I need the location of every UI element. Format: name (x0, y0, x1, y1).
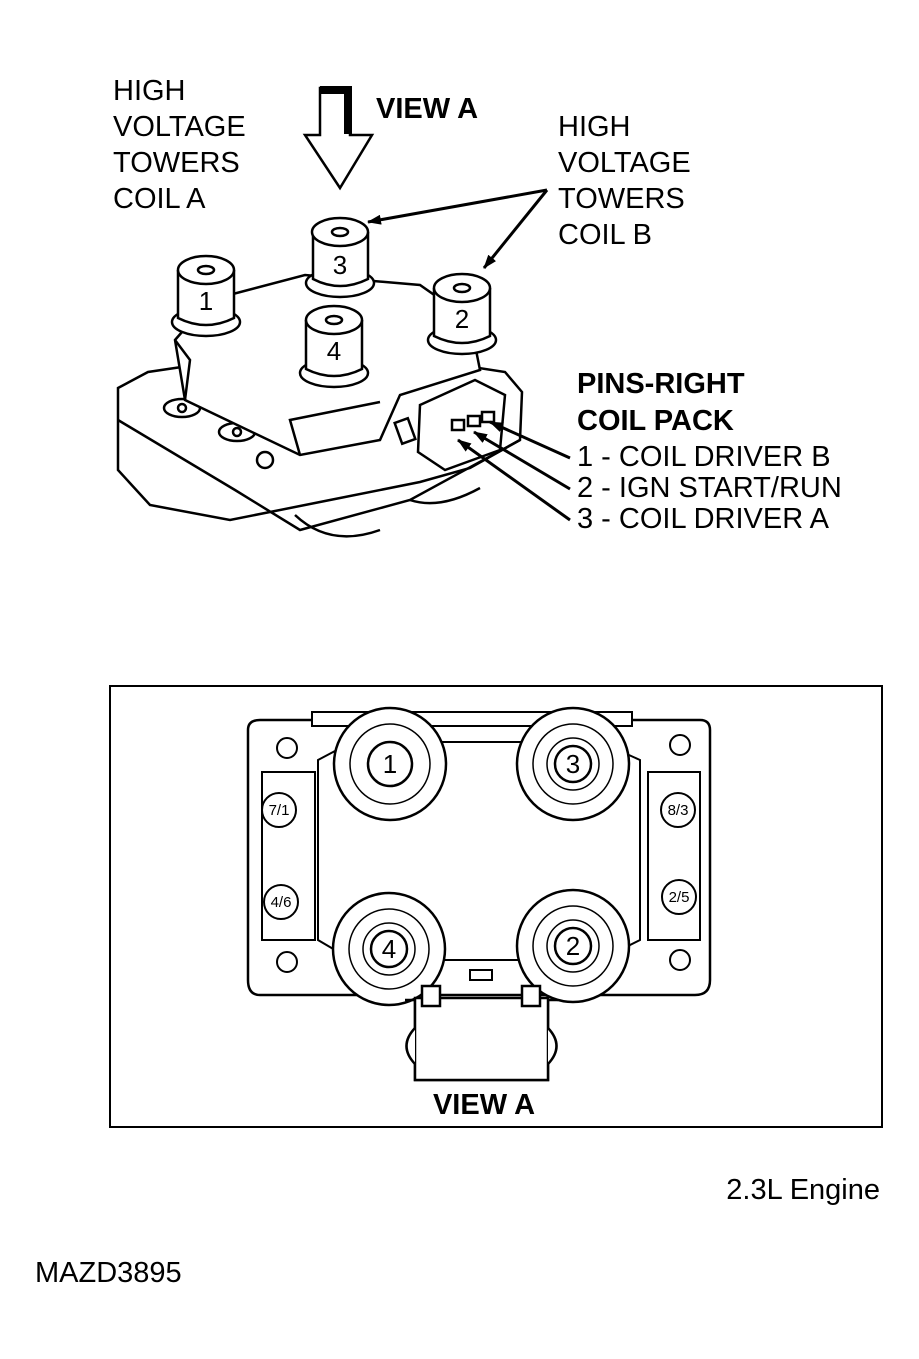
side-label-7-1: 7/1 (261, 792, 297, 828)
label-line: COIL PACK (577, 405, 734, 437)
view-tower-1: 1 (332, 706, 448, 822)
view-a-arrow: VIEW A (302, 86, 478, 191)
label-line: HIGH (558, 111, 631, 143)
engine-label: 2.3L Engine (726, 1174, 880, 1206)
label-line: TOWERS (558, 183, 685, 215)
side-label-2-5: 2/5 (661, 879, 697, 915)
tower-number: 4 (382, 934, 396, 964)
tower-number: 1 (383, 749, 397, 779)
label-line: TOWERS (113, 147, 240, 179)
side-label-8-3: 8/3 (660, 792, 696, 828)
mount-hole (276, 737, 298, 759)
view-a-label: VIEW A (376, 93, 478, 125)
view-a-panel: 7/1 8/3 4/6 2/5 1 3 (109, 685, 883, 1128)
label-line: VOLTAGE (113, 111, 246, 143)
tower-number: 4 (327, 336, 341, 366)
view-connector (405, 984, 558, 1082)
pins-label: PINS-RIGHT COIL PACK 1 - COIL DRIVER B 2… (577, 368, 842, 535)
hv-towers-coil-b-label: HIGH VOLTAGE TOWERS COIL B (558, 111, 691, 251)
label-line: COIL A (113, 183, 206, 215)
view-tower-3: 3 (515, 706, 631, 822)
mount-hole (276, 951, 298, 973)
coil-b-leaders (367, 188, 549, 269)
pin-3-label: 3 - COIL DRIVER A (577, 503, 830, 535)
tower-number: 1 (199, 286, 213, 316)
tower-number: 3 (566, 749, 580, 779)
figure-id: MAZD3895 (35, 1257, 182, 1289)
label-line: COIL B (558, 219, 652, 251)
label-line: HIGH (113, 75, 186, 107)
pin-2-label: 2 - IGN START/RUN (577, 472, 842, 504)
pin-leaders (457, 420, 571, 522)
view-tower-4: 4 (331, 891, 447, 1007)
top-tower-4: 4 (298, 304, 370, 389)
side-label-text: 2/5 (669, 889, 690, 906)
tower-number: 3 (333, 250, 347, 280)
tower-number: 2 (455, 304, 469, 334)
tower-number: 2 (566, 931, 580, 961)
hv-towers-coil-a-label: HIGH VOLTAGE TOWERS COIL A (113, 75, 246, 215)
top-tower-2: 2 (426, 272, 498, 356)
mount-hole (669, 734, 691, 756)
label-line: VOLTAGE (558, 147, 691, 179)
side-label-text: 8/3 (668, 802, 689, 819)
side-label-text: 4/6 (271, 894, 292, 911)
label-line: PINS-RIGHT (577, 368, 745, 400)
side-label-4-6: 4/6 (263, 884, 299, 920)
top-tower-3: 3 (304, 216, 376, 299)
view-tower-2: 2 (515, 888, 631, 1004)
mount-hole (669, 949, 691, 971)
view-a-caption: VIEW A (433, 1089, 535, 1121)
pin-1-label: 1 - COIL DRIVER B (577, 441, 831, 473)
top-tower-1: 1 (170, 254, 242, 338)
side-label-text: 7/1 (269, 802, 290, 819)
